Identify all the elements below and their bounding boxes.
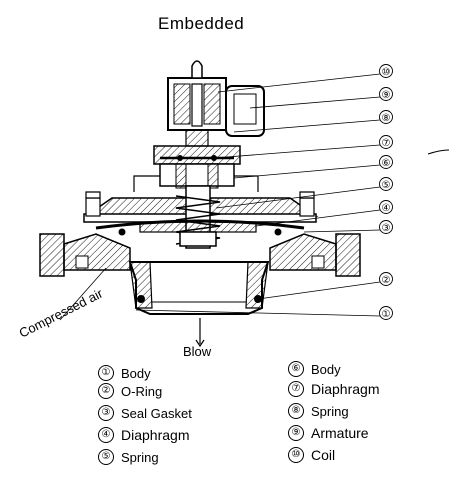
legend-item: ③ Seal Gasket [98, 405, 192, 421]
outlet-label: Blow [183, 344, 212, 359]
callout-1: ① [382, 309, 391, 320]
valve-body [39, 233, 361, 315]
outlet-arrow [195, 318, 205, 348]
legend-label: Armature [311, 425, 369, 441]
inlet-leader [59, 267, 107, 321]
legend-number: ④ [98, 427, 114, 443]
diagram-title: Embedded [158, 14, 245, 33]
legend-number: ⑩ [288, 447, 304, 463]
callout-3: ③ [382, 223, 391, 234]
legend-label: Seal Gasket [121, 405, 192, 421]
legend-number: ⑨ [288, 425, 304, 441]
legend-number: ① [98, 365, 114, 381]
callout-7: ⑦ [382, 138, 391, 149]
coil-assembly [167, 60, 265, 147]
legend-item: ⑤ Spring [98, 449, 159, 465]
main-diaphragm [95, 219, 305, 247]
callout-8: ⑧ [382, 113, 391, 124]
callout-10: ⑩ [382, 67, 391, 78]
legend-label: Diaphragm [311, 381, 380, 397]
callout-4: ④ [382, 203, 391, 214]
legend-number: ③ [98, 405, 114, 421]
callout-numbers: ⑩ ⑨ ⑧ ⑦ ⑥ ⑤ ④ ③ ② ① [379, 64, 393, 320]
legend-label: Body [311, 361, 341, 377]
legend-number: ⑥ [288, 361, 304, 377]
inlet-label: Compressed air [17, 285, 106, 340]
legend-item: ⑥ Body [288, 361, 341, 377]
legend-label: Body [121, 365, 151, 381]
legend-number: ⑤ [98, 449, 114, 465]
legend-item: ④ Diaphragm [98, 427, 189, 443]
legend-label: Coil [311, 447, 336, 463]
legend-label: O-Ring [121, 383, 163, 399]
legend-number: ② [98, 383, 114, 399]
legend-number: ⑧ [288, 403, 304, 419]
stray-mark [427, 149, 449, 155]
legend-label: Spring [311, 403, 349, 419]
callout-5: ⑤ [382, 180, 391, 191]
legend-number: ⑦ [288, 381, 304, 397]
legend-item: ⑨ Armature [288, 425, 369, 441]
legend-item: ⑩ Coil [288, 447, 335, 463]
legend-label: Diaphragm [121, 427, 190, 443]
pilot-body [133, 145, 259, 192]
legend-label: Spring [121, 449, 159, 465]
callout-9: ⑨ [382, 90, 391, 101]
legend-item: ⑧ Spring [288, 403, 349, 419]
legend-item: ⑦ Diaphragm [288, 381, 379, 397]
callout-6: ⑥ [382, 158, 391, 169]
legend-item: ① Body [98, 365, 151, 381]
legend-item: ② O-Ring [98, 383, 162, 399]
callout-2: ② [382, 275, 391, 286]
